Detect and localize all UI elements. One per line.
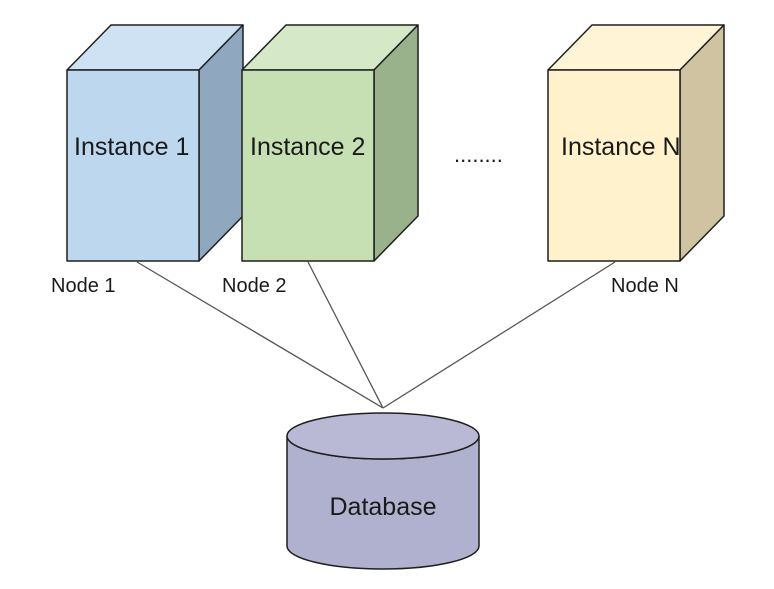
- database-top: [286, 412, 480, 460]
- ellipsis-label: ........: [454, 142, 503, 167]
- instance-1-label: Instance 1: [74, 133, 189, 161]
- instance-2-label: Instance 2: [250, 133, 365, 161]
- instance-2-front-face: [241, 69, 375, 262]
- instance-n-cube: [547, 24, 725, 262]
- node-n-label: Node N: [611, 275, 679, 297]
- instance-2-cube: [241, 24, 419, 262]
- instance-n-label: Instance N: [561, 133, 681, 161]
- node-1-label: Node 1: [51, 275, 116, 297]
- database-cylinder: [286, 412, 480, 570]
- edge-node-n-database: [382, 261, 616, 409]
- edge-node-2-database: [307, 261, 384, 409]
- node-2-label: Node 2: [222, 275, 287, 297]
- database-label: Database: [329, 493, 436, 521]
- instance-1-cube: [66, 24, 244, 262]
- instance-n-front-face: [547, 69, 681, 262]
- edge-node-1-database: [136, 261, 384, 409]
- instance-1-front-face: [66, 69, 200, 262]
